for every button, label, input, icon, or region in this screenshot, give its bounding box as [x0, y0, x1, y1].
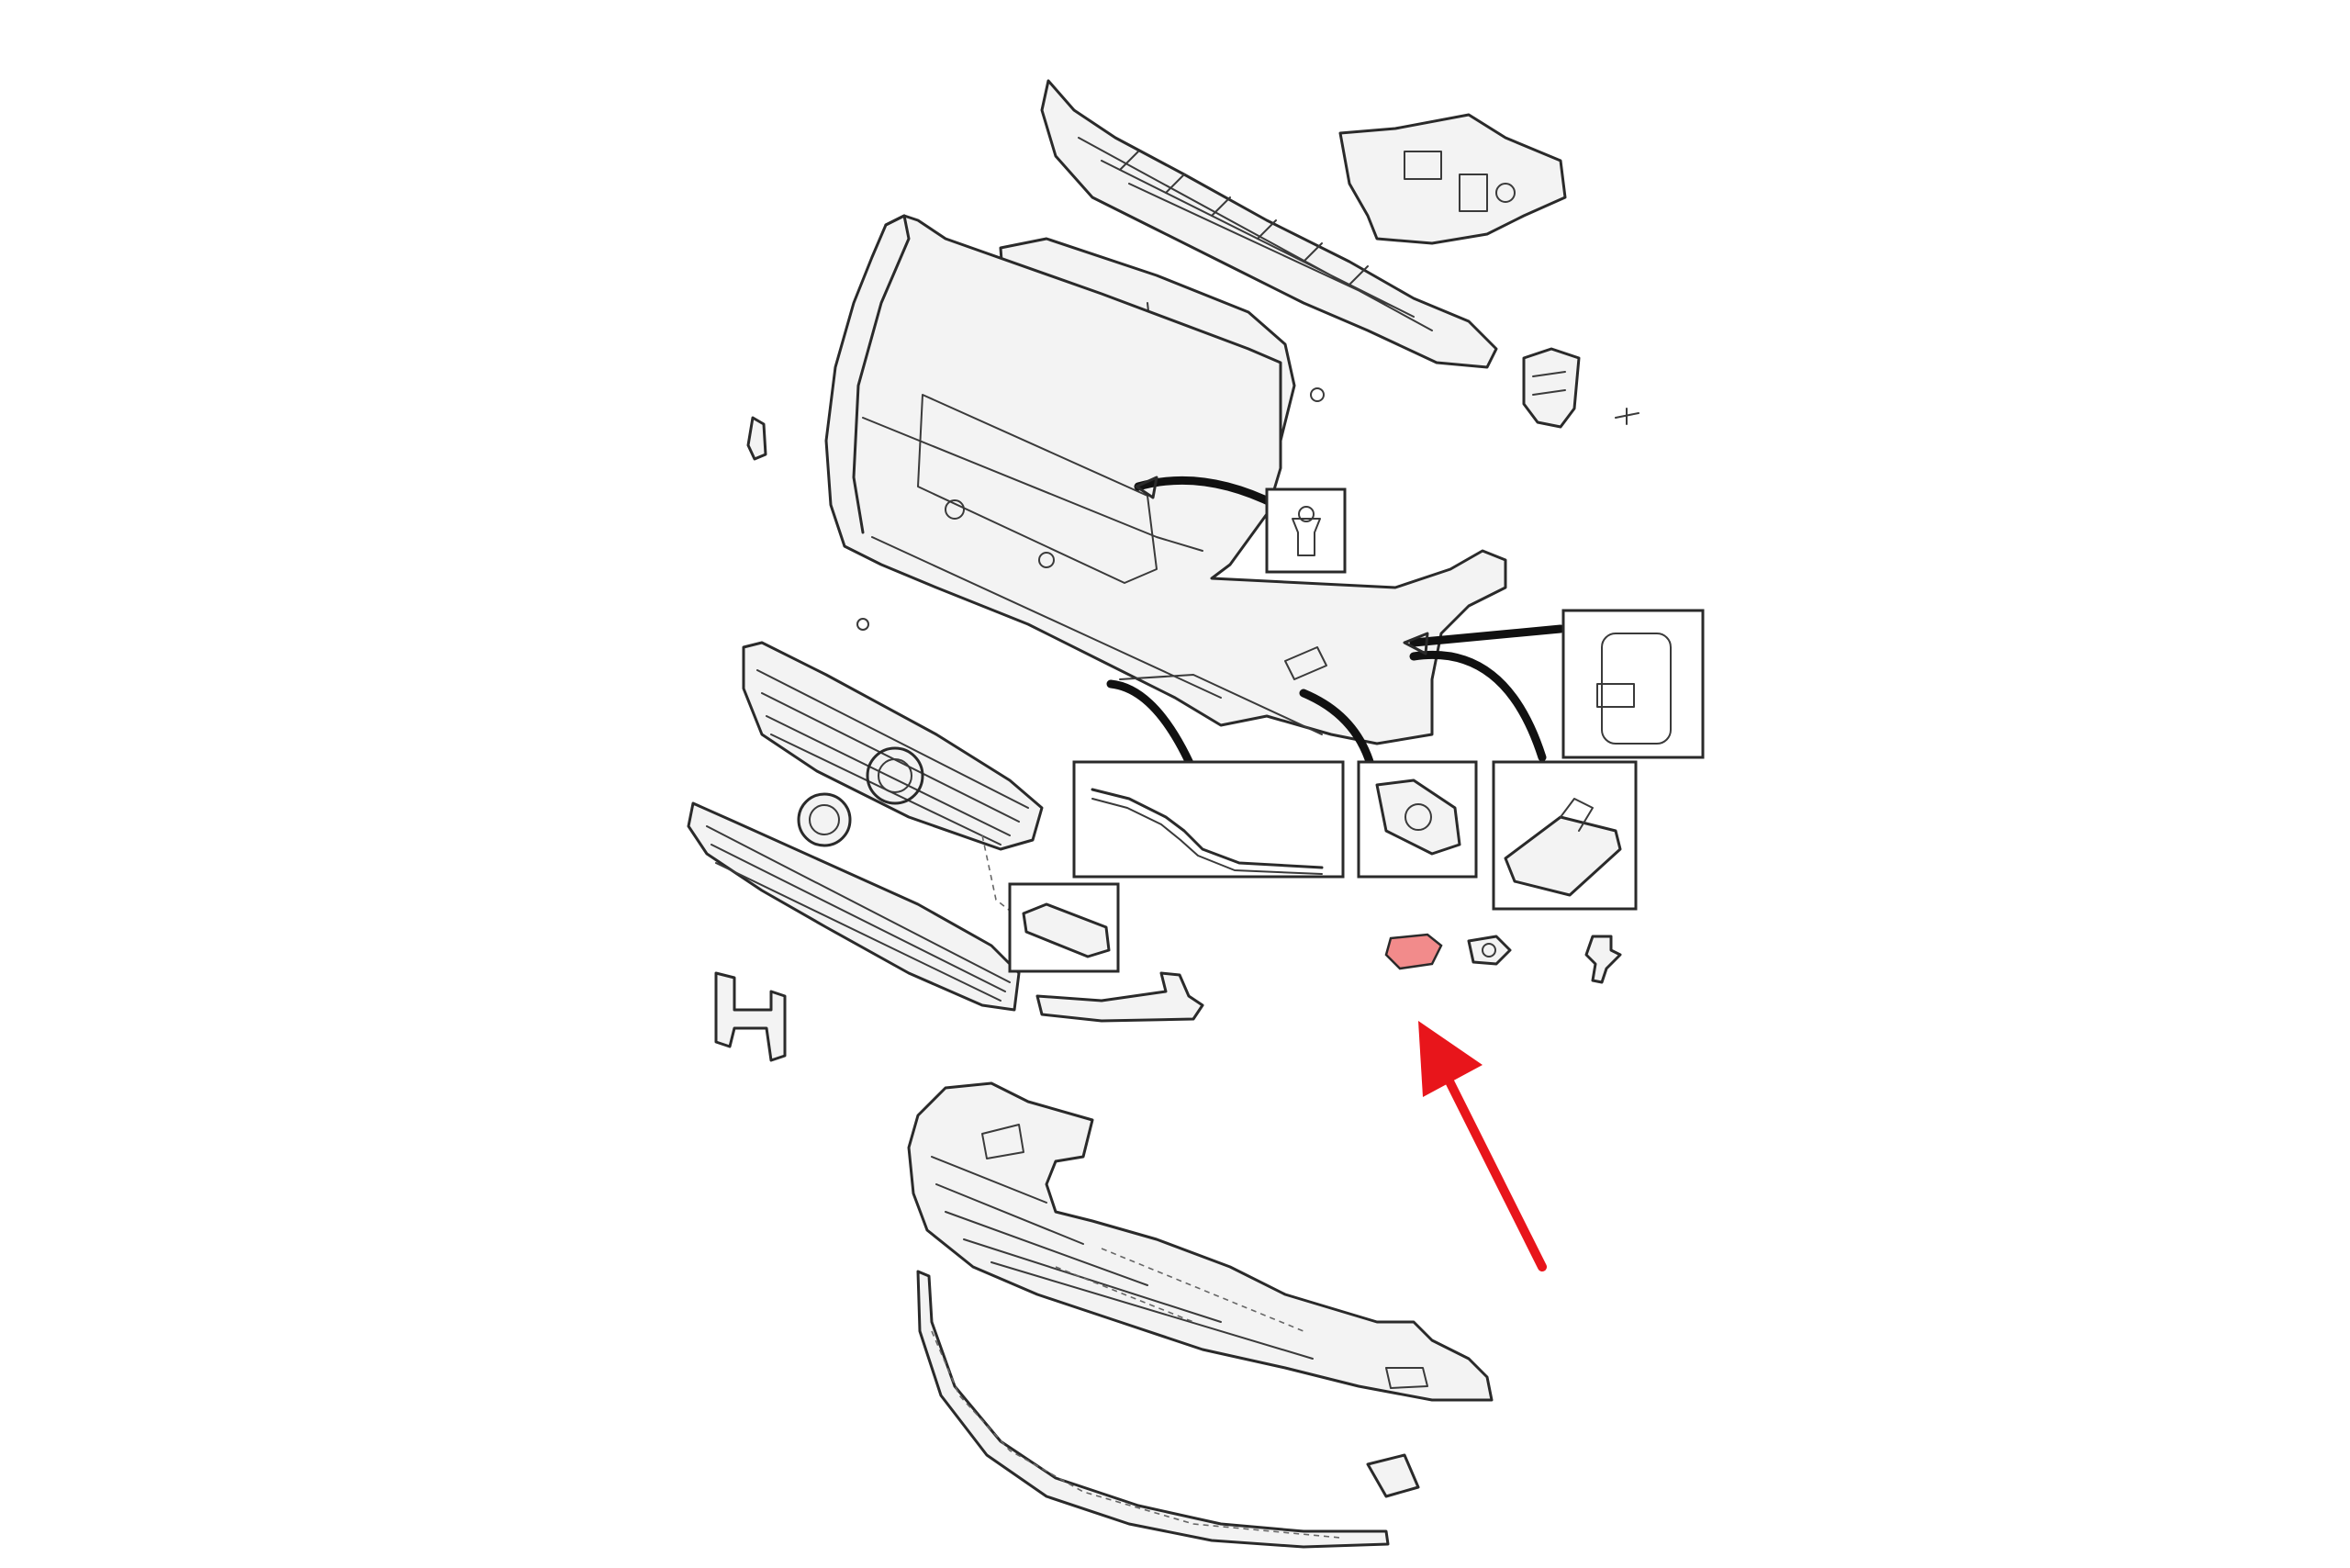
- upper-reinforcement-bar: [1040, 79, 1498, 369]
- washer-nozzle-cover: [1384, 933, 1443, 970]
- inset-fog-lamp-bracket: [1357, 760, 1478, 879]
- inset-mounting-pad: [1561, 609, 1705, 759]
- inset-clip-holder: [1492, 760, 1638, 911]
- lower-grille: [687, 801, 1021, 1012]
- highlighted-part: [1384, 933, 1443, 970]
- small-clip-a: [1467, 935, 1512, 966]
- lower-trim-strip: [1035, 971, 1204, 1023]
- lower-spoiler-lip: [916, 1270, 1390, 1549]
- square-plug: [1366, 1453, 1420, 1498]
- upper-right-bracket: [1338, 113, 1567, 245]
- lower-left-bracket: [714, 971, 787, 1062]
- underbody-shield: [907, 1081, 1494, 1402]
- red-pointer-arrow: [1418, 1021, 1547, 1271]
- leader-lines: [1106, 476, 1565, 776]
- inset-drl-trim: [1072, 760, 1345, 879]
- left-side-clip: [746, 416, 767, 461]
- emblem: [797, 792, 852, 847]
- small-clip-b: [1584, 935, 1622, 984]
- inset-grille-clip: [1008, 882, 1120, 973]
- right-bumper-bracket: [1522, 347, 1639, 429]
- inset-push-rivet: [1265, 487, 1347, 574]
- upper-grille: [742, 641, 1044, 919]
